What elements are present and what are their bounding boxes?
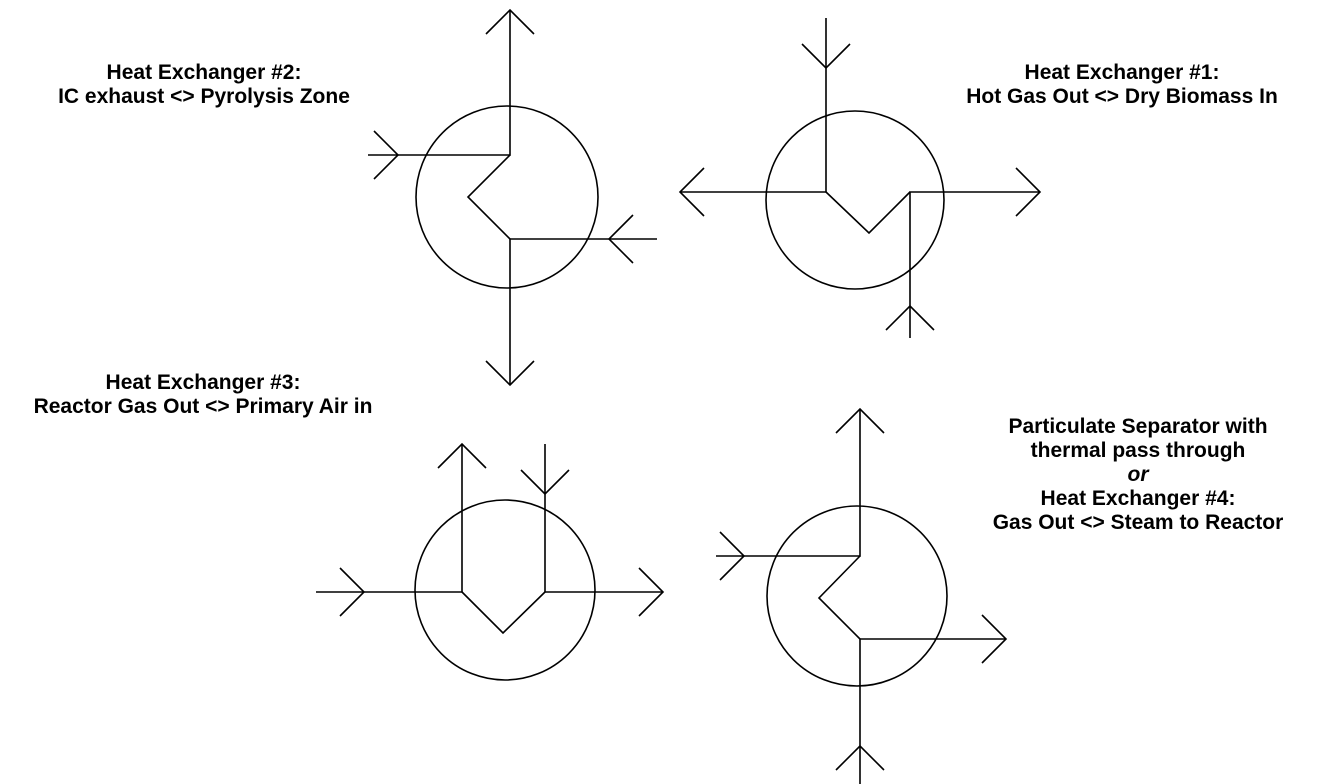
- hx4-line-4: Heat Exchanger #4:: [1040, 487, 1236, 510]
- hx3-inlet-arrow-down-icon: [520, 469, 570, 496]
- hx1-outlet-arrow-left-icon: [678, 167, 705, 217]
- hx1-symbol: [678, 18, 1042, 338]
- hx4-outlet-arrow-right-icon: [981, 614, 1008, 664]
- hx4-line-2: thermal pass through: [1030, 439, 1246, 462]
- hx1-coil: [825, 191, 911, 235]
- hx4-label: Particulate Separator with thermal pass …: [993, 415, 1284, 535]
- hx4-inlet-arrow-up-icon: [835, 744, 885, 771]
- hx2-inlet-arrow-right-icon: [607, 214, 634, 264]
- hx4-coil: [817, 555, 861, 640]
- hx2-circle: [415, 105, 599, 289]
- hx2-outlet-arrow-down-icon: [485, 360, 535, 387]
- hx2-title: Heat Exchanger #2:: [106, 61, 302, 84]
- hx4-line-5: Gas Out <> Steam to Reactor: [992, 511, 1284, 534]
- hx3-outlet-arrow-right-icon: [638, 567, 665, 617]
- hx3-coil: [461, 591, 546, 635]
- hx3-subtitle: Reactor Gas Out <> Primary Air in: [33, 395, 373, 418]
- hx1-outlet-arrow-right-icon: [1015, 167, 1042, 217]
- hx4-inlet-arrow-icon: [719, 531, 746, 581]
- hx3-stream-b: [544, 444, 663, 593]
- hx1-title: Heat Exchanger #1:: [1024, 61, 1220, 84]
- hx1-circle: [765, 110, 945, 290]
- hx3-inlet-arrow-icon: [339, 567, 366, 617]
- hx3-symbol: [316, 442, 665, 681]
- hx4-circle: [766, 505, 948, 687]
- hx2-label: Heat Exchanger #2: IC exhaust <> Pyrolys…: [58, 61, 350, 109]
- hx1-inlet-arrow-up-icon: [885, 304, 935, 331]
- hx4-or: or: [1127, 463, 1149, 486]
- hx1-subtitle: Hot Gas Out <> Dry Biomass In: [966, 85, 1278, 108]
- hx4-outlet-arrow-up-icon: [835, 407, 885, 434]
- hx2-subtitle: IC exhaust <> Pyrolysis Zone: [58, 85, 350, 108]
- hx1-stream-b: [909, 191, 1040, 338]
- hx4-stream-b: [859, 638, 1006, 784]
- hx2-symbol: [368, 8, 657, 387]
- hx2-outlet-arrow-icon: [485, 8, 535, 35]
- hx3-title: Heat Exchanger #3:: [105, 371, 301, 394]
- hx3-label: Heat Exchanger #3: Reactor Gas Out <> Pr…: [34, 371, 373, 419]
- hx1-stream-a: [680, 18, 827, 193]
- hx4-symbol: [716, 407, 1008, 784]
- hx1-inlet-arrow-down-icon: [801, 43, 851, 70]
- hx2-inlet-arrow-icon: [373, 130, 400, 180]
- hx3-outlet-arrow-up-icon: [437, 442, 487, 469]
- hx3-circle: [414, 499, 596, 681]
- hx2-coil: [466, 154, 511, 240]
- hx1-label: Heat Exchanger #1: Hot Gas Out <> Dry Bi…: [966, 61, 1278, 109]
- hx4-line-1: Particulate Separator with: [1008, 415, 1268, 438]
